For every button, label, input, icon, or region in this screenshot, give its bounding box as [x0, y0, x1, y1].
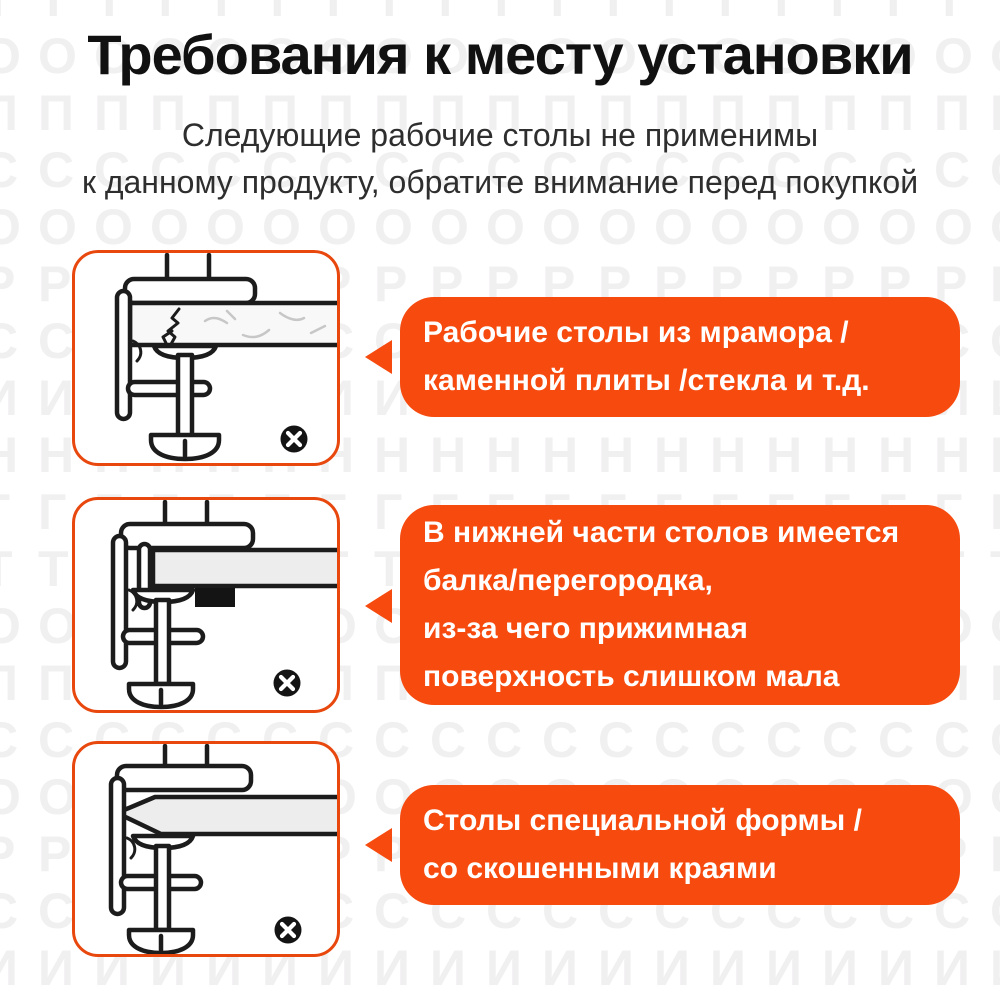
- crossed-circle-icon: [274, 916, 302, 944]
- callout-text: Рабочие столы из мрамора / каменной плит…: [423, 316, 870, 397]
- callout-text: Столы специальной формы / со скошенными …: [423, 804, 862, 885]
- callout-text: В нижней части столов имеется балка/пере…: [423, 516, 900, 693]
- figure-beveled-edge-desk: [72, 741, 340, 957]
- crossed-circle-icon: [280, 425, 308, 453]
- callout-beveled-edge-desk: Столы специальной формы / со скошенными …: [400, 785, 960, 905]
- callout-arrow-left-icon: [365, 340, 392, 374]
- callout-arrow-left-icon: [365, 828, 392, 862]
- crossed-circle-icon: [273, 669, 301, 697]
- callout-marble-desk: Рабочие столы из мрамора / каменной плит…: [400, 297, 960, 417]
- figure-marble-desk: [72, 250, 340, 466]
- callout-beam-under-desk: В нижней части столов имеется балка/пере…: [400, 505, 960, 705]
- page-subtitle: Следующие рабочие столы не применимы к д…: [81, 117, 919, 200]
- page-title: Требования к месту установки: [87, 23, 913, 86]
- beam-under-desk-clamp-illustration: [110, 500, 337, 710]
- marble-desk-clamp-illustration: [114, 253, 337, 462]
- figure-beam-under-desk: [72, 497, 340, 713]
- beveled-edge-desk-clamp-illustration: [108, 744, 337, 954]
- callout-arrow-left-icon: [365, 589, 392, 623]
